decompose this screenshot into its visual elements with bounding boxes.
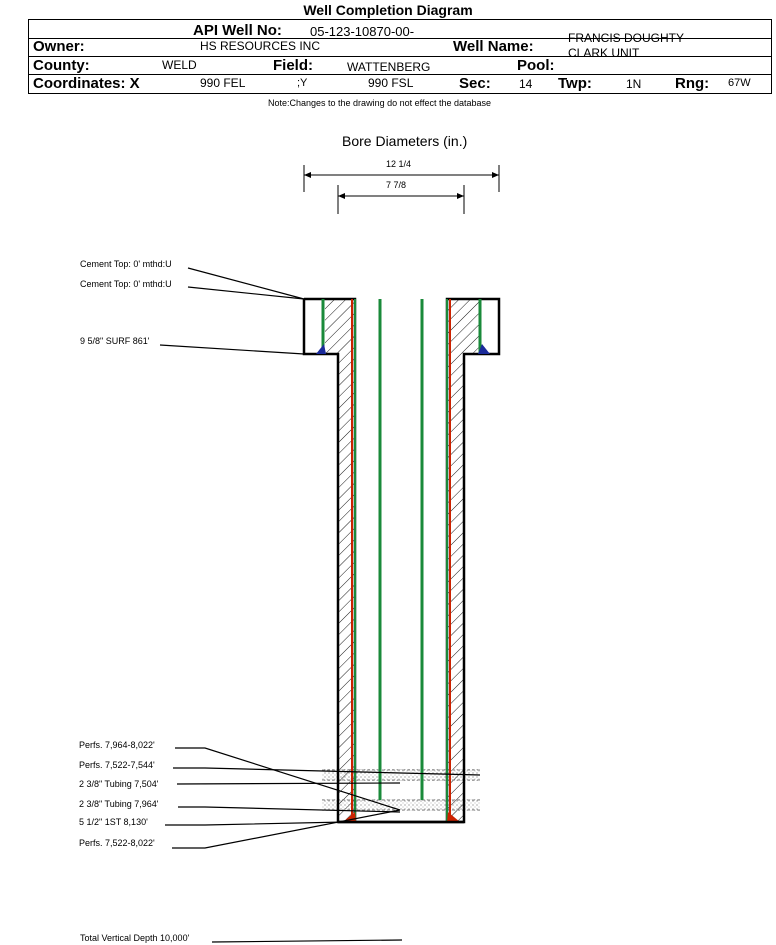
- callout-surface-casing: 9 5/8" SURF 861': [80, 336, 150, 346]
- field-label: Field:: [273, 57, 313, 74]
- field-value: WATTENBERG: [347, 60, 431, 74]
- api-label: API Well No:: [193, 22, 282, 39]
- twp-value: 1N: [626, 77, 642, 91]
- callout-perfs-2: Perfs. 7,522-7,544': [79, 760, 155, 770]
- api-value: 05-123-10870-00-: [310, 24, 415, 39]
- bore-outline: [302, 297, 501, 824]
- sec-label: Sec:: [459, 75, 491, 92]
- dimension-lines: [303, 165, 500, 214]
- database-note: Note:Changes to the drawing do not effec…: [268, 98, 491, 108]
- well-name-value-line1: FRANCIS DOUGHTY: [568, 31, 685, 45]
- county-label: County:: [33, 57, 90, 74]
- rng-label: Rng:: [675, 75, 710, 92]
- header-divider-1: [28, 38, 772, 39]
- callout-tubing-2: 2 3/8" Tubing 7,964': [79, 799, 159, 809]
- header-border-right: [771, 19, 772, 93]
- callout-tubing-1: 2 3/8" Tubing 7,504': [79, 779, 159, 789]
- rng-value: 67W: [728, 77, 751, 89]
- coord-x-value: 990 FEL: [200, 76, 246, 90]
- callout-total-depth: Total Vertical Depth 10,000': [80, 933, 190, 943]
- header-border-top: [28, 19, 772, 20]
- surface-shoe-left: [316, 344, 326, 354]
- county-value: WELD: [162, 58, 197, 72]
- callout-perfs-3: Perfs. 7,522-8,022': [79, 838, 155, 848]
- callout-cement-top-1: Cement Top: 0' mthd:U: [80, 259, 172, 269]
- callout-leaders: [159, 267, 481, 943]
- callout-perfs-1: Perfs. 7,964-8,022': [79, 740, 155, 750]
- twp-label: Twp:: [558, 75, 592, 92]
- sec-value: 14: [519, 77, 533, 91]
- cement-annulus: [304, 299, 499, 822]
- surface-shoe-right: [478, 344, 490, 354]
- pool-label: Pool:: [517, 57, 555, 74]
- owner-label: Owner:: [33, 38, 85, 55]
- well-name-label: Well Name:: [453, 38, 534, 55]
- production-shoe-right: [447, 812, 460, 822]
- inner-diameter-label: 7 7/8: [386, 180, 407, 190]
- well-name-value-line2: CLARK UNIT: [568, 46, 640, 60]
- coordinates-label: Coordinates: X: [33, 75, 140, 92]
- header-divider-3: [28, 74, 772, 75]
- callout-cement-top-2: Cement Top: 0' mthd:U: [80, 279, 172, 289]
- bore-diameters-title: Bore Diameters (in.): [342, 133, 468, 149]
- outer-diameter-label: 12 1/4: [386, 159, 412, 169]
- header-divider-2: [28, 56, 772, 57]
- coord-y-value: 990 FSL: [368, 76, 414, 90]
- header-border-left: [28, 19, 29, 93]
- header-border-bottom: [28, 93, 772, 94]
- coord-y-marker: ;Y: [297, 77, 308, 89]
- diagram-title: Well Completion Diagram: [303, 2, 473, 18]
- owner-value: HS RESOURCES INC: [200, 39, 321, 53]
- callout-production-casing: 5 1/2" 1ST 8,130': [79, 817, 148, 827]
